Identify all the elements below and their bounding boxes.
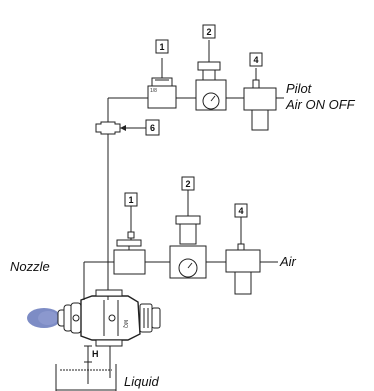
- pilot-label-4: 4: [249, 52, 263, 67]
- height-marker: H: [92, 349, 99, 359]
- air-pressure-regulator: [169, 190, 207, 279]
- svg-text:2: 2: [206, 27, 211, 37]
- svg-text:1/8: 1/8: [150, 88, 157, 94]
- three-way-valve: [95, 121, 146, 300]
- svg-text:4: 4: [238, 206, 243, 216]
- liquid-feed-line: H: [84, 345, 111, 384]
- atomizing-air-line: 1 2 4 Air: [83, 176, 297, 300]
- liquid-label: Liquid: [124, 374, 159, 389]
- air-label-2: 2: [181, 176, 195, 191]
- pilot-air-line: 1/8 1 2 4 Pilot: [107, 24, 356, 131]
- air-filter: [225, 217, 261, 295]
- svg-text:1: 1: [159, 42, 164, 52]
- svg-text:4: 4: [253, 55, 258, 65]
- pilot-label-text: Pilot: [286, 81, 313, 96]
- pilot-air-filter: [243, 68, 277, 131]
- nozzle-label: Nozzle: [10, 259, 50, 274]
- pilot-air-on-off-text: Air ON OFF: [285, 97, 356, 112]
- pilot-label-2: 2: [202, 24, 216, 39]
- air-label-text: Air: [279, 254, 297, 269]
- pilot-pressure-regulator: [195, 40, 227, 111]
- valve-label-6: 6: [145, 119, 160, 136]
- svg-text:2: 2: [185, 179, 190, 189]
- liquid-container: [55, 364, 117, 391]
- pilot-label-1: 1: [155, 39, 169, 54]
- svg-text:1: 1: [128, 195, 133, 205]
- spray-nozzle: MQ: [27, 289, 161, 347]
- svg-text:MQ: MQ: [122, 320, 128, 328]
- svg-text:6: 6: [150, 123, 155, 133]
- air-shutoff-valve: [113, 206, 146, 275]
- pilot-solenoid-valve: 1/8: [147, 58, 177, 109]
- air-label-1: 1: [124, 192, 138, 207]
- air-label-4: 4: [234, 203, 248, 218]
